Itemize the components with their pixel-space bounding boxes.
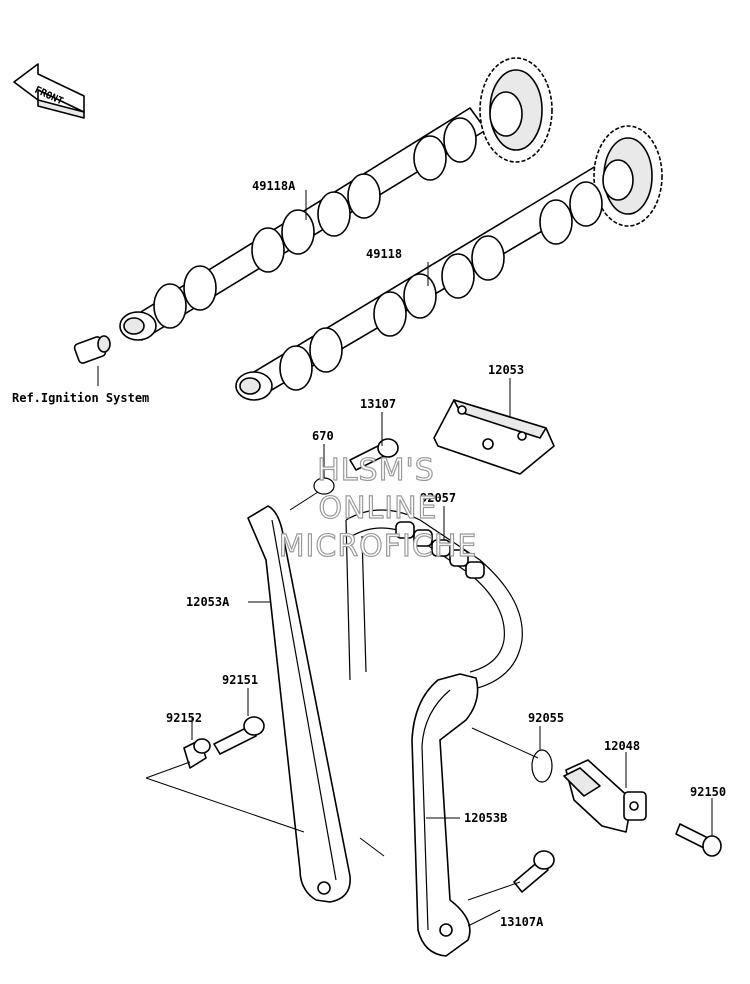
label-collar-92152: 92152 xyxy=(166,711,202,725)
watermark: HLSM'S ONLINE MICROFICHE xyxy=(278,452,478,564)
chain-guide-front xyxy=(247,505,351,903)
intake-cam-sprocket-icon xyxy=(593,125,663,227)
front-arrow-icon: FRONT xyxy=(13,63,85,119)
watermark-line-2: ONLINE xyxy=(318,491,437,526)
exhaust-cam-sprocket-icon xyxy=(479,57,553,163)
label-bolt-92151: 92151 xyxy=(222,673,258,687)
exhaust-camshaft xyxy=(119,57,553,341)
label-chain-guide-rear: 12053B xyxy=(464,811,507,825)
label-chain-guide-front: 12053A xyxy=(186,595,230,609)
bolt-13107 xyxy=(349,438,399,471)
exhaust-cam-lobes xyxy=(153,117,477,329)
label-tensioner-12048: 12048 xyxy=(604,739,640,753)
collar-92152 xyxy=(183,738,211,769)
reference-note: Ref.Ignition System xyxy=(12,391,149,405)
label-intake-camshaft: 49118 xyxy=(366,247,402,261)
label-bolt-92150: 92150 xyxy=(690,785,726,799)
cam-chain-guide-upper xyxy=(433,399,555,475)
watermark-line-3: MICROFICHE xyxy=(279,529,478,564)
ignition-rotor-pin xyxy=(73,335,111,364)
label-cam-chain: 92057 xyxy=(420,491,456,505)
oring-92055 xyxy=(531,749,553,783)
bolt-13107a xyxy=(513,850,555,893)
tensioner-12048 xyxy=(563,759,647,833)
label-exhaust-camshaft: 49118A xyxy=(252,179,296,193)
label-oring-92055: 92055 xyxy=(528,711,564,725)
label-bolt-13107a: 13107A xyxy=(500,915,544,929)
leader-lines xyxy=(97,190,713,927)
cam-chain xyxy=(345,509,523,691)
label-oring-670: 670 xyxy=(312,429,334,443)
watermark-line-1: HLSM'S xyxy=(317,453,435,488)
bolt-92151 xyxy=(213,716,265,755)
label-cam-chain-guide-upper: 12053 xyxy=(488,363,524,377)
chain-guide-rear xyxy=(411,673,479,957)
bolt-92150 xyxy=(675,823,722,857)
intake-camshaft xyxy=(235,125,663,401)
chain-links-icon xyxy=(395,521,485,579)
label-bolt-13107: 13107 xyxy=(360,397,396,411)
